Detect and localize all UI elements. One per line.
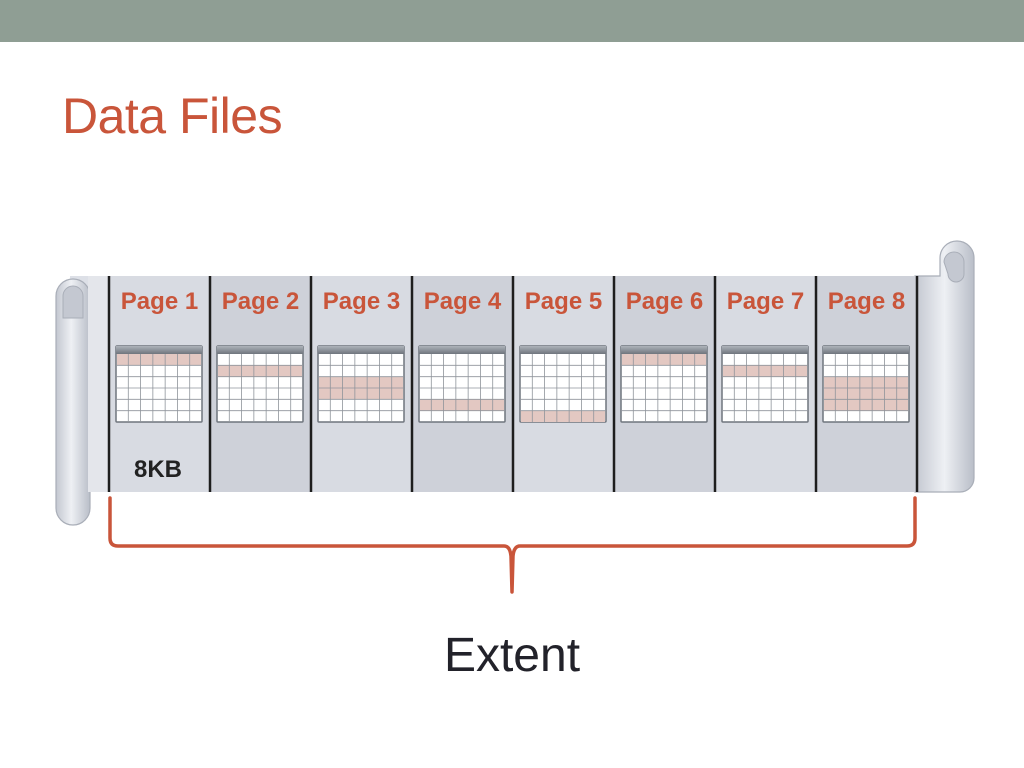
table-highlight-row [723,365,807,377]
table-icon-header [520,346,606,354]
page-size-label: 8KB [134,456,182,483]
page-column: Page 4 [412,276,513,492]
page-column: Page 8 [816,276,917,492]
table-highlight-row [824,388,908,400]
table-highlight-row [218,365,302,377]
table-icon-header [116,346,202,354]
page-column: Page 2 [210,276,311,492]
table-icon [822,345,910,423]
page-label: Page 5 [525,288,602,315]
page-label: Page 6 [626,288,703,315]
table-icon [216,345,304,423]
page-label: Page 1 [121,288,198,315]
table-icon [115,345,203,423]
table-icon-header [318,346,404,354]
scroll-left-edge [88,276,108,492]
scroll-right-curl-inner [943,251,965,283]
table-highlight-row [521,410,605,422]
table-highlight-row [622,354,706,366]
table-highlight-row [319,376,403,388]
page-column: Page 5 [513,276,614,492]
top-accent-band [0,0,1024,42]
scroll-left-roll-inner [62,285,84,319]
table-icon-header [722,346,808,354]
table-icon [721,345,809,423]
slide-title: Data Files [62,88,283,144]
page-label: Page 8 [828,288,905,315]
table-icon [317,345,405,423]
table-icon-header [621,346,707,354]
extent-caption: Extent [443,629,581,682]
page-column: Page 3 [311,276,412,492]
page-label: Page 4 [424,288,502,315]
table-icon [418,345,506,423]
table-icon-header [419,346,505,354]
page-label: Page 7 [727,288,804,315]
table-highlight-row [319,388,403,400]
table-icon [519,345,607,423]
table-highlight-row [117,354,201,366]
table-highlight-row [824,376,908,388]
page-column: Page 7 [715,276,816,492]
table-highlight-row [420,399,504,411]
table-icon-header [823,346,909,354]
table-icon-header [217,346,303,354]
table-icon [620,345,708,423]
extent-brace [108,496,917,594]
scroll-left-roll [55,278,91,526]
scroll-right-curl [914,240,975,493]
page-label: Page 2 [222,288,299,315]
page-column: Page 1 [109,276,210,492]
page-label: Page 3 [323,288,400,315]
table-highlight-row [824,399,908,411]
pages: Page 1 Page 2 Page 3 Page 4 Page 5 Page 6 Page… [107,276,919,492]
page-column: Page 6 [614,276,715,492]
